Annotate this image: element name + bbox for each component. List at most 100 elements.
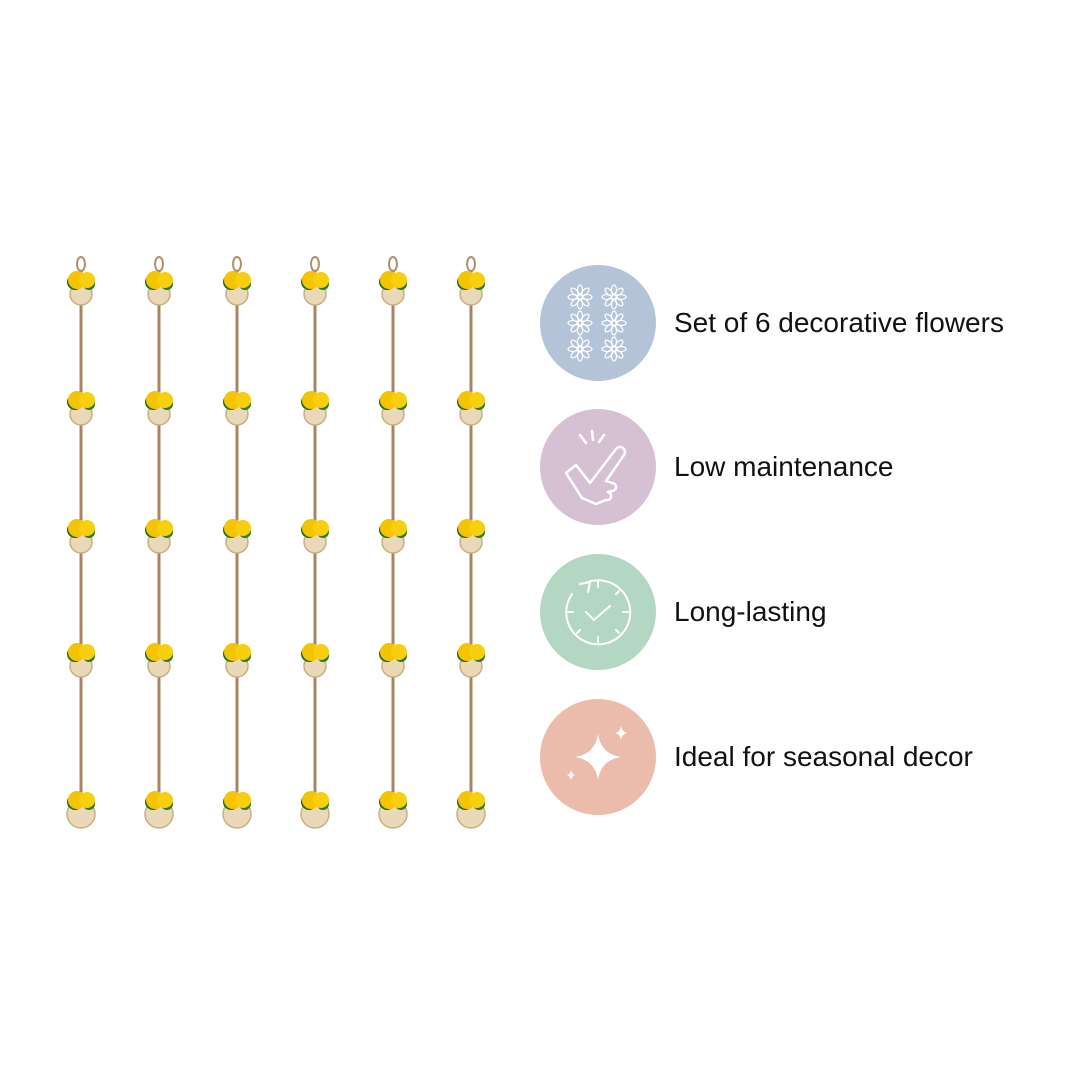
finger-snap-icon	[564, 429, 627, 506]
garland	[222, 256, 252, 829]
garland	[66, 256, 96, 829]
yellow-flower	[235, 644, 251, 660]
petal	[570, 287, 580, 297]
feature-circle	[540, 554, 656, 670]
yellow-flower	[313, 644, 329, 660]
flower-center	[576, 345, 584, 353]
petal	[610, 350, 618, 362]
petal	[576, 284, 584, 296]
hanging-loop	[466, 256, 476, 272]
garland	[300, 256, 330, 829]
petal	[604, 339, 614, 349]
feature-circle	[540, 265, 656, 381]
yellow-flower	[391, 644, 407, 660]
yellow-flower	[313, 272, 329, 288]
hanging-loop	[388, 256, 398, 272]
flower-center	[576, 319, 584, 327]
petal	[580, 349, 590, 359]
yellow-flower	[469, 792, 485, 808]
petal	[614, 339, 624, 349]
petal	[604, 323, 614, 333]
feature-circle	[540, 409, 656, 525]
petal	[576, 310, 584, 322]
feature-circle	[540, 699, 656, 815]
petal	[581, 293, 593, 301]
hanging-loop	[232, 256, 242, 272]
sparkle-icon	[567, 726, 627, 780]
petal	[604, 297, 614, 307]
petal	[615, 319, 627, 327]
petal	[576, 298, 584, 310]
yellow-flower	[157, 392, 173, 408]
petal	[567, 345, 579, 353]
petal	[581, 345, 593, 353]
petal	[615, 345, 627, 353]
petal	[580, 339, 590, 349]
petal	[614, 313, 624, 323]
flower-center	[610, 293, 618, 301]
yellow-flower	[313, 392, 329, 408]
feature-seasonal-decor: Ideal for seasonal decor	[540, 699, 973, 815]
petal	[614, 287, 624, 297]
yellow-flower	[391, 792, 407, 808]
yellow-flower	[79, 272, 95, 288]
garland	[456, 256, 486, 829]
flower-outline	[601, 310, 627, 336]
petal	[610, 324, 618, 336]
clock-check-icon	[565, 579, 632, 646]
petal	[580, 287, 590, 297]
yellow-flower	[235, 792, 251, 808]
yellow-flower	[235, 392, 251, 408]
petal	[576, 336, 584, 348]
yellow-flower	[469, 392, 485, 408]
flower-outline	[601, 336, 627, 362]
yellow-flower	[391, 272, 407, 288]
flower-center	[576, 293, 584, 301]
flower-center	[610, 319, 618, 327]
six-flowers-icon	[567, 284, 627, 362]
petal	[615, 293, 627, 301]
yellow-flower	[157, 792, 173, 808]
yellow-flower	[157, 272, 173, 288]
yellow-flower	[157, 520, 173, 536]
petal	[580, 313, 590, 323]
yellow-flower	[391, 520, 407, 536]
yellow-flower	[79, 644, 95, 660]
flower-outline	[601, 284, 627, 310]
petal	[570, 339, 580, 349]
yellow-flower	[235, 520, 251, 536]
garland	[378, 256, 408, 829]
yellow-flower	[79, 392, 95, 408]
petal	[610, 310, 618, 322]
flower-outline	[567, 284, 593, 310]
petal	[601, 319, 613, 327]
feature-decorative-flowers: Set of 6 decorative flowers	[540, 265, 1004, 381]
petal	[604, 349, 614, 359]
petal	[580, 297, 590, 307]
petal	[570, 323, 580, 333]
petal	[576, 350, 584, 362]
yellow-flower	[391, 392, 407, 408]
feature-label: Ideal for seasonal decor	[674, 741, 973, 772]
feature-long-lasting: Long-lasting	[540, 554, 827, 670]
yellow-flower	[313, 520, 329, 536]
flower-outline	[567, 336, 593, 362]
yellow-flower	[235, 272, 251, 288]
garland	[144, 256, 174, 829]
yellow-flower	[79, 520, 95, 536]
petal	[610, 336, 618, 348]
petal	[610, 298, 618, 310]
yellow-flower	[469, 272, 485, 288]
flower-center	[610, 345, 618, 353]
yellow-flower	[157, 644, 173, 660]
hanging-loop	[154, 256, 164, 272]
petal	[570, 349, 580, 359]
feature-label: Low maintenance	[674, 451, 894, 482]
petal	[576, 324, 584, 336]
petal	[614, 323, 624, 333]
petal	[601, 293, 613, 301]
petal	[570, 297, 580, 307]
petal	[567, 319, 579, 327]
yellow-flower	[313, 792, 329, 808]
yellow-flower	[469, 520, 485, 536]
